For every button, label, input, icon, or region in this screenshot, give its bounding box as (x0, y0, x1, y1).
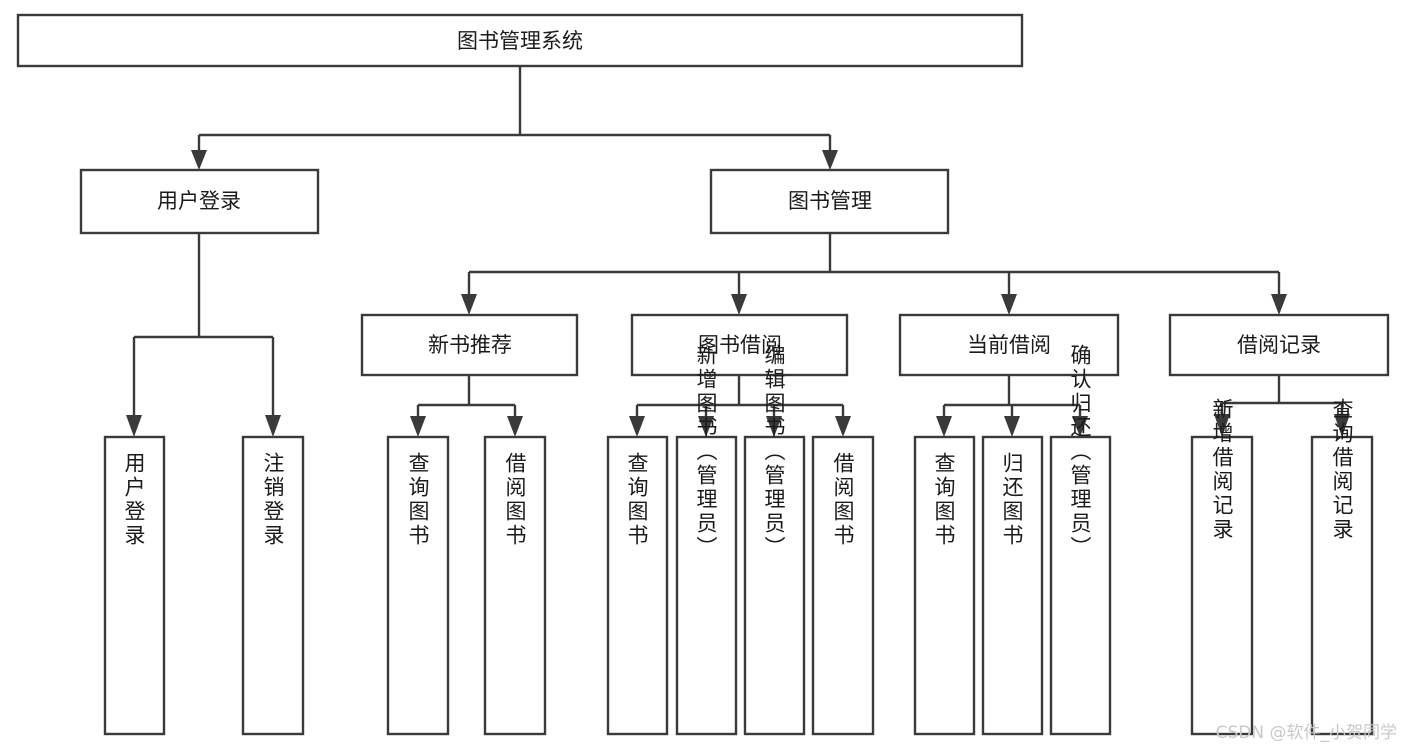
arrow-to-leaf-user-login (126, 415, 142, 437)
arrow-to-book-manage (822, 150, 838, 170)
arrow-to-leaf-edit-book (766, 416, 782, 437)
node-leaf-borrow-book-2-box[interactable] (811, 435, 875, 736)
arrow-to-leaf-query-book-2 (629, 416, 645, 437)
csdn-watermark: CSDN @软件_小贺同学 (1215, 723, 1397, 743)
node-borrow-record[interactable]: 借阅记录 (1168, 313, 1390, 377)
edge-group-book-borrow (629, 375, 851, 437)
node-leaf-add-record-label: 新增借阅记录 (1210, 398, 1234, 542)
node-leaf-query-book-1-box[interactable] (386, 435, 450, 736)
node-book-manage[interactable]: 图书管理 (709, 168, 950, 235)
node-leaf-query-record-box[interactable] (1310, 435, 1374, 736)
node-borrow-record-box[interactable] (1168, 313, 1390, 377)
node-leaf-query-record-label: 查询借阅记录 (1330, 398, 1354, 542)
node-leaf-borrow-book-1-label: 借阅图书 (503, 452, 527, 548)
node-book-borrow-box[interactable] (630, 313, 849, 377)
arrow-to-leaf-add-book (698, 416, 714, 437)
node-leaf-return-book[interactable]: 归还图书 (981, 435, 1044, 736)
node-leaf-query-book-2[interactable]: 查询图书 (606, 435, 669, 736)
node-leaf-add-record[interactable]: 新增借阅记录 (1190, 398, 1254, 736)
node-root-label: 图书管理系统 (457, 29, 583, 53)
arrow-to-leaf-query-record (1334, 414, 1350, 437)
arrow-to-leaf-query-book-3 (936, 416, 952, 437)
node-book-manage-label: 图书管理 (788, 189, 872, 213)
node-current-borrow-box[interactable] (898, 313, 1120, 377)
node-leaf-query-book-1-label: 查询图书 (406, 452, 430, 548)
node-leaf-query-book-3-label: 查询图书 (932, 452, 956, 548)
arrow-to-leaf-borrow-book-2 (835, 416, 851, 437)
arrow-to-leaf-confirm-return (1072, 416, 1088, 437)
arrow-to-leaf-query-book-1 (410, 416, 426, 437)
edge-group-new-book-rec (410, 375, 523, 437)
node-borrow-record-label: 借阅记录 (1237, 333, 1321, 357)
node-leaf-user-logout-label: 注销登录 (261, 452, 285, 548)
node-leaf-edit-book[interactable]: 编辑图书（管理员） (743, 344, 806, 736)
node-leaf-borrow-book-2[interactable]: 借阅图书 (811, 435, 875, 736)
arrow-to-current-borrow (1001, 294, 1017, 315)
arrow-to-book-borrow (731, 294, 747, 315)
node-current-borrow[interactable]: 当前借阅 (898, 313, 1120, 377)
arrow-to-new-book-rec (461, 294, 477, 315)
edge-group-book-manage (461, 233, 1287, 315)
edge-group-root (191, 66, 838, 170)
node-current-borrow-label: 当前借阅 (967, 333, 1051, 357)
node-leaf-user-logout[interactable]: 注销登录 (241, 435, 305, 736)
node-leaf-return-book-label: 归还图书 (1000, 452, 1024, 548)
node-book-manage-box[interactable] (709, 168, 950, 235)
arrow-to-leaf-add-record (1214, 414, 1230, 437)
node-new-book-rec-box[interactable] (360, 313, 579, 377)
edge-group-user-login (126, 233, 281, 437)
arrow-to-leaf-return-book (1004, 416, 1020, 437)
node-leaf-query-book-2-label: 查询图书 (625, 452, 649, 548)
arrow-to-borrow-record (1271, 294, 1287, 315)
node-user-login-label: 用户登录 (157, 189, 241, 213)
node-root[interactable]: 图书管理系统 (16, 13, 1024, 68)
node-root-box[interactable] (16, 13, 1024, 68)
arrow-to-leaf-user-logout (265, 415, 281, 437)
node-leaf-borrow-book-1-box[interactable] (483, 435, 547, 736)
node-leaf-query-book-2-box[interactable] (606, 435, 669, 736)
node-leaf-query-book-1[interactable]: 查询图书 (386, 435, 450, 736)
edge-group-borrow-record (1214, 375, 1350, 437)
node-leaf-add-book-label: 新增图书（管理员） (694, 344, 718, 560)
node-user-login[interactable]: 用户登录 (79, 168, 320, 235)
node-leaf-user-login-label: 用户登录 (122, 452, 146, 548)
node-leaf-query-book-3[interactable]: 查询图书 (913, 435, 976, 736)
node-leaf-user-login[interactable]: 用户登录 (103, 435, 166, 736)
node-leaf-query-book-3-box[interactable] (913, 435, 976, 736)
node-leaf-edit-book-box[interactable] (743, 435, 806, 736)
node-leaf-edit-book-label: 编辑图书（管理员） (762, 344, 786, 560)
node-leaf-borrow-book-2-label: 借阅图书 (831, 452, 855, 548)
arrow-to-user-login (191, 150, 207, 170)
node-book-borrow[interactable]: 图书借阅 (630, 313, 849, 377)
node-leaf-return-book-box[interactable] (981, 435, 1044, 736)
node-leaf-confirm-return-box[interactable] (1049, 435, 1112, 736)
arrow-to-leaf-borrow-book-1 (507, 416, 523, 437)
node-leaf-user-logout-box[interactable] (241, 435, 305, 736)
node-user-login-box[interactable] (79, 168, 320, 235)
node-leaf-user-login-box[interactable] (103, 435, 166, 736)
node-leaf-borrow-book-1[interactable]: 借阅图书 (483, 435, 547, 736)
node-leaf-query-record[interactable]: 查询借阅记录 (1310, 398, 1374, 736)
node-leaf-add-book-box[interactable] (675, 435, 738, 736)
node-leaf-confirm-return-label: 确认归还（管理员） (1068, 344, 1092, 560)
edge-group-current-borrow (936, 375, 1088, 437)
node-new-book-rec[interactable]: 新书推荐 (360, 313, 579, 377)
node-leaf-add-book[interactable]: 新增图书（管理员） (675, 344, 738, 736)
node-leaf-add-record-box[interactable] (1190, 435, 1254, 736)
node-book-borrow-label: 图书借阅 (698, 333, 782, 357)
node-leaf-confirm-return[interactable]: 确认归还（管理员） (1049, 344, 1112, 736)
node-new-book-rec-label: 新书推荐 (428, 333, 512, 357)
